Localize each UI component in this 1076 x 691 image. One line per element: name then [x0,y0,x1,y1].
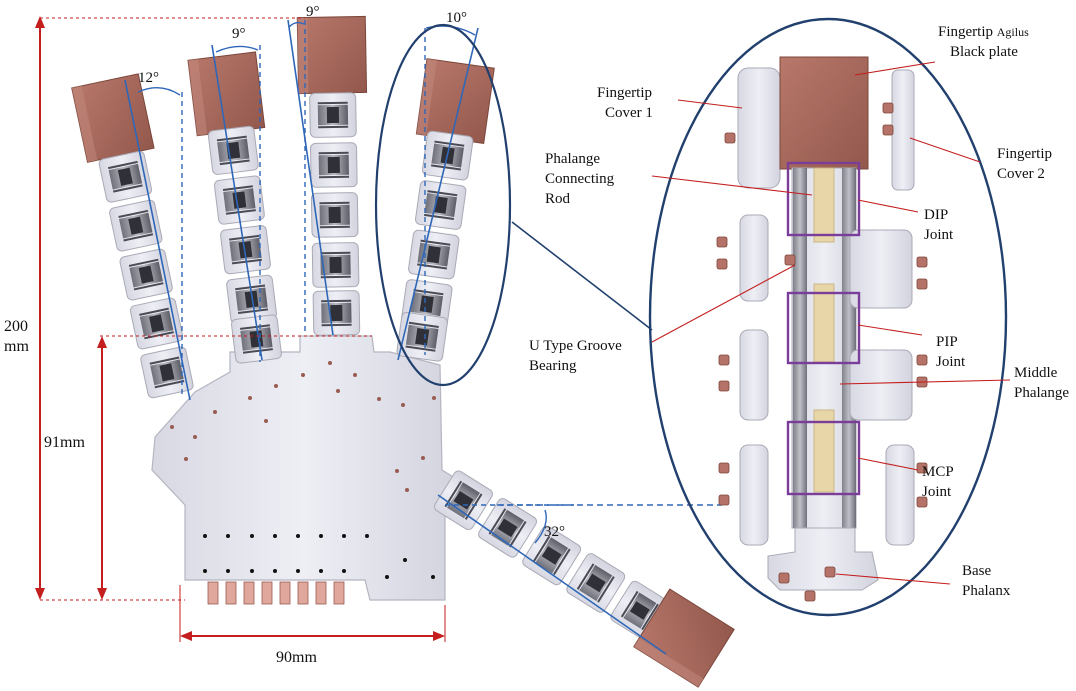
svg-text:Fingertip: Fingertip [597,85,652,101]
callout-fingertip-plate: Fingertip Agilus Black plate [938,24,1029,60]
dimension-lines [35,16,446,642]
svg-text:Black plate: Black plate [950,44,1018,60]
svg-text:Joint: Joint [936,354,966,370]
hand-model [71,15,735,688]
callout-fingertip-cover-1: Fingertip Cover 1 [597,85,653,121]
total-height-unit: mm [4,338,29,355]
finger-axis-lines [124,19,667,655]
svg-text:Fingertip Agilus: Fingertip Agilus [938,24,1029,40]
detail-ellipse-small [374,23,512,387]
svg-text:Joint: Joint [924,227,954,243]
angle-thumb: 32° [544,524,565,540]
palm-height-label: 91mm [44,434,85,451]
callout-middle-phalange: Middle Phalange [1014,365,1069,401]
detail-ellipse-large [648,17,1008,617]
dip-joint-box [786,161,861,237]
svg-text:Bearing: Bearing [529,358,577,374]
svg-text:Middle: Middle [1014,365,1058,381]
ellipse-connector [511,221,653,331]
palm-black-holes [203,534,435,579]
callout-phalange-rod: Phalange Connecting Rod [545,151,615,207]
fourth-finger [395,58,495,363]
callout-bearing: U Type Groove Bearing [529,338,622,374]
svg-text:PIP: PIP [936,334,958,350]
callout-dip-joint: DIP Joint [924,207,954,243]
angle-second: 9° [232,26,246,42]
svg-text:Phalanx: Phalanx [962,583,1011,599]
callout-leaders [651,61,1011,585]
svg-text:Rod: Rod [545,191,571,207]
svg-text:U Type Groove: U Type Groove [529,338,622,354]
third-finger [296,15,368,337]
svg-text:Base: Base [962,563,992,579]
callout-mcp-joint: MCP Joint [922,464,954,500]
total-height-value: 200 [4,318,28,335]
second-finger [187,51,283,365]
index-finger [71,73,196,400]
svg-text:Phalange: Phalange [1014,385,1069,401]
svg-text:Cover 1: Cover 1 [605,105,653,121]
svg-text:Joint: Joint [922,484,952,500]
wrist-connectors [207,581,345,605]
svg-text:Cover 2: Cover 2 [997,166,1045,182]
palm-holes [170,361,436,492]
palm-width-label: 90mm [276,649,317,666]
exploded-finger [716,56,928,602]
thumb [431,468,735,688]
svg-text:MCP: MCP [922,464,954,480]
callout-base-phalanx: Base Phalanx [962,563,1011,599]
angle-fourth: 10° [446,10,467,26]
svg-text:DIP: DIP [924,207,948,223]
angle-third: 9° [306,4,320,20]
svg-text:Fingertip: Fingertip [997,146,1052,162]
callout-fingertip-cover-2: Fingertip Cover 2 [997,146,1052,182]
svg-text:Connecting: Connecting [545,171,615,187]
pip-joint-box [786,291,861,365]
svg-text:Phalange: Phalange [545,151,600,167]
angle-index: 12° [138,70,159,86]
callout-pip-joint: PIP Joint [936,334,966,370]
